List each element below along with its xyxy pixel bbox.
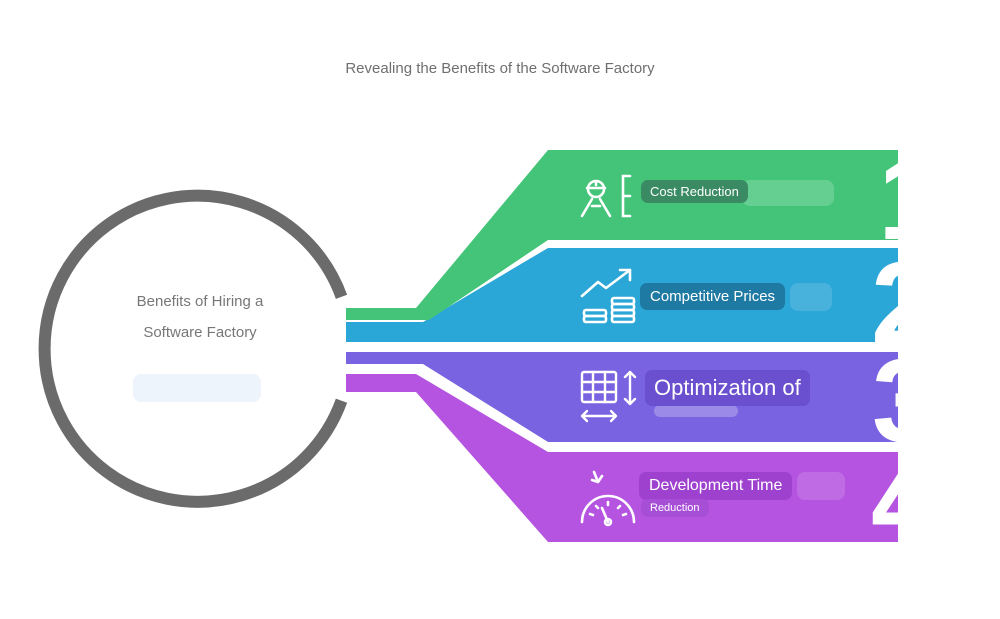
center-placeholder [133, 374, 261, 402]
label-optimization: Optimization of [645, 370, 810, 406]
center-label-line2: Software Factory [143, 324, 257, 341]
band-1 [346, 150, 898, 320]
number-3: 3 [872, 335, 938, 467]
label-cost-reduction: Cost Reduction [641, 180, 748, 203]
band-2 [346, 248, 898, 342]
label-2-ghost [790, 283, 832, 311]
diagram-title: Revealing the Benefits of the Software F… [345, 60, 655, 77]
label-1-ghost [742, 180, 834, 206]
speedometer-icon [580, 470, 636, 527]
center-ring [38, 189, 348, 508]
label-3-ghost [654, 405, 738, 417]
label-development-time: Development Time [639, 472, 793, 500]
coins-chart-icon [580, 268, 636, 324]
band-4 [346, 374, 898, 542]
label-competitive-prices: Competitive Prices [640, 283, 786, 310]
worker-icon [580, 174, 632, 218]
center-label-line1: Benefits of Hiring a [136, 293, 264, 310]
label-4-ghost [797, 472, 845, 500]
number-4: 4 [871, 435, 937, 567]
center-label: Benefits of Hiring a Software Factory [100, 286, 300, 348]
number-2: 2 [871, 238, 937, 370]
number-1: 1 [878, 133, 944, 265]
label-development-time-sub: Reduction [641, 499, 709, 517]
grid-resize-icon [580, 370, 637, 423]
